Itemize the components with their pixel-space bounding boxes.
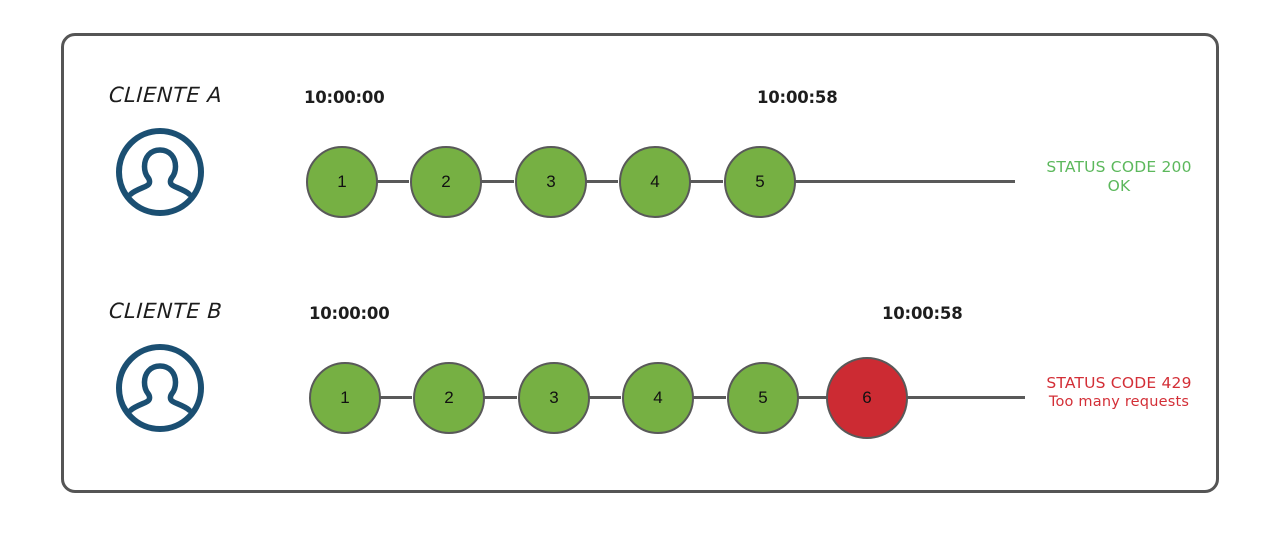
chain-connector <box>790 396 830 399</box>
chain-connector <box>686 396 726 399</box>
status-message-line: OK <box>1107 177 1131 196</box>
status-badge-a: STATUS CODE 200 OK <box>1024 158 1214 197</box>
request-node[interactable]: 3 <box>515 146 587 218</box>
chain-connector <box>581 396 621 399</box>
client-label-a: CLIENTE A <box>108 83 223 107</box>
request-node[interactable]: 4 <box>622 362 694 434</box>
timestamp-start-b: 10:00:00 <box>309 304 390 323</box>
status-code-line: STATUS CODE 200 <box>1046 158 1192 176</box>
client-label-b: CLIENTE B <box>108 299 223 323</box>
diagram-frame: CLIENTE A 10:00:00 10:00:58 1 2 3 4 5 <box>61 33 1219 493</box>
request-node[interactable]: 3 <box>518 362 590 434</box>
request-node[interactable]: 2 <box>410 146 482 218</box>
timestamp-end-a: 10:00:58 <box>757 88 838 107</box>
status-message-line: Too many requests <box>1048 394 1190 411</box>
request-node-error[interactable]: 6 <box>826 357 908 439</box>
chain-connector <box>474 180 514 183</box>
chain-connector <box>578 180 618 183</box>
timestamp-start-a: 10:00:00 <box>304 88 385 107</box>
request-node[interactable]: 5 <box>727 362 799 434</box>
status-badge-b: STATUS CODE 429 Too many requests <box>1019 374 1219 412</box>
timestamp-end-b: 10:00:58 <box>882 304 963 323</box>
request-node[interactable]: 2 <box>413 362 485 434</box>
request-node[interactable]: 1 <box>306 146 378 218</box>
chain-tail-b <box>895 396 1025 399</box>
chain-connector <box>372 396 412 399</box>
request-node[interactable]: 5 <box>724 146 796 218</box>
status-code-line: STATUS CODE 429 <box>1046 374 1192 392</box>
user-avatar-icon <box>114 126 206 218</box>
user-avatar-icon <box>114 342 206 434</box>
chain-tail-a <box>787 180 1015 183</box>
chain-connector <box>683 180 723 183</box>
request-node[interactable]: 4 <box>619 146 691 218</box>
chain-connector <box>369 180 409 183</box>
chain-connector <box>477 396 517 399</box>
request-node[interactable]: 1 <box>309 362 381 434</box>
